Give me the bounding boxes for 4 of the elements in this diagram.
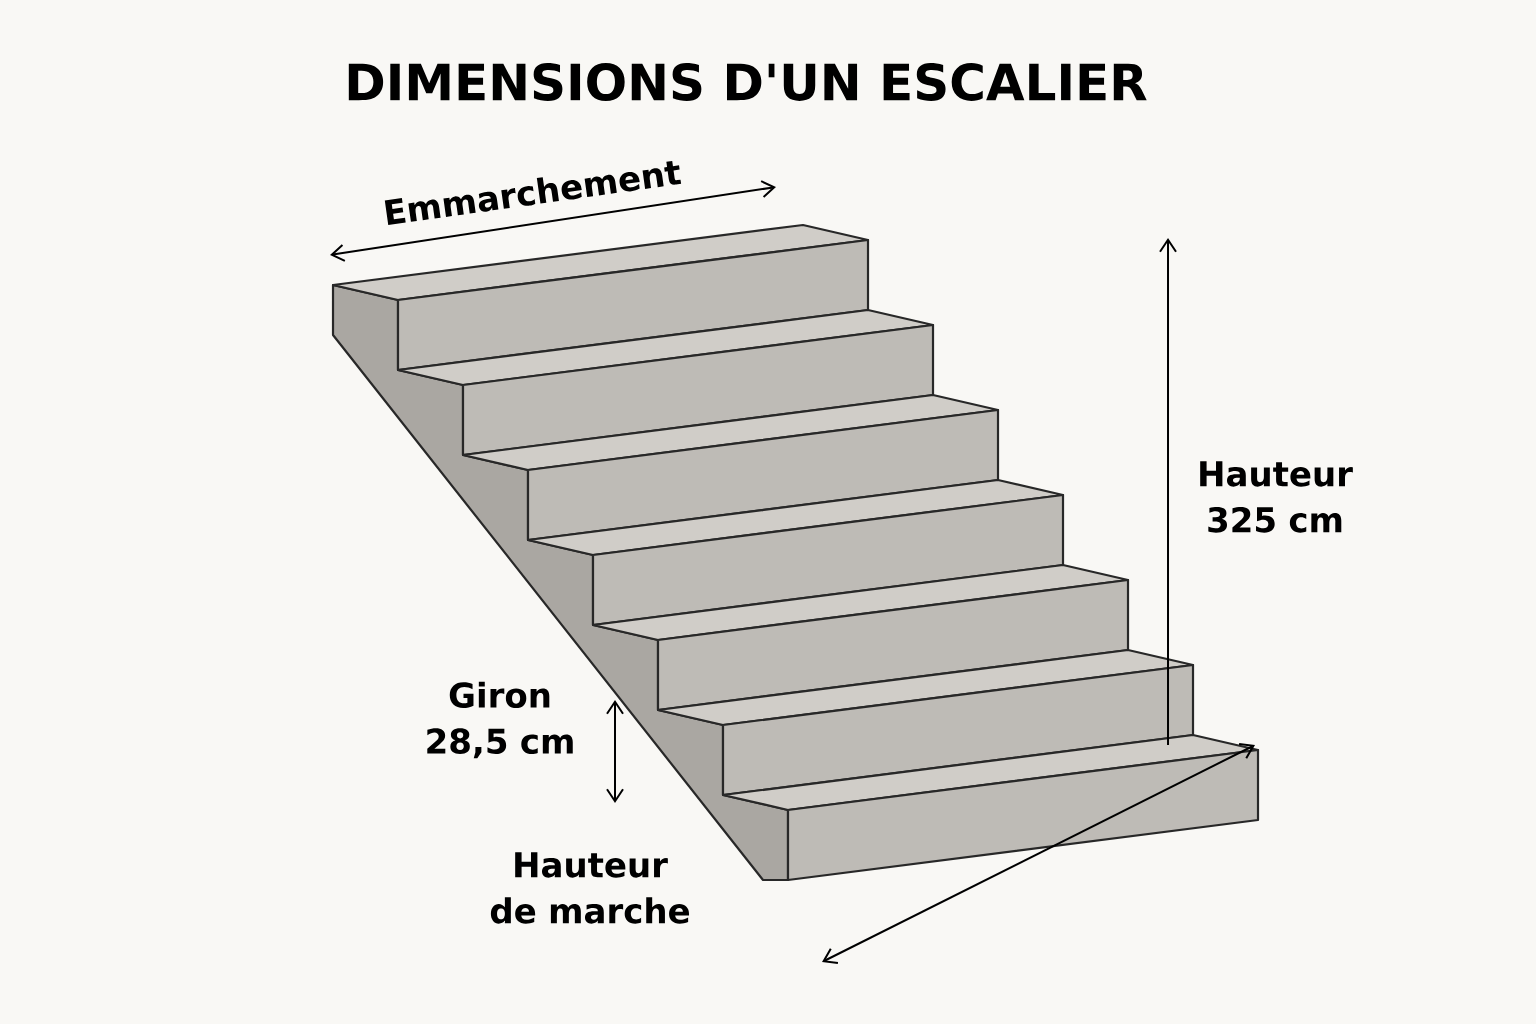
dimension-label: Hauteur de marche	[490, 852, 689, 924]
dimension-label: Giron 28,5 cm	[427, 681, 573, 759]
dimension-label: Hauteur 325 cm	[1200, 461, 1353, 533]
title: DIMENSIONS D'UN ESCALIER	[348, 63, 1147, 101]
